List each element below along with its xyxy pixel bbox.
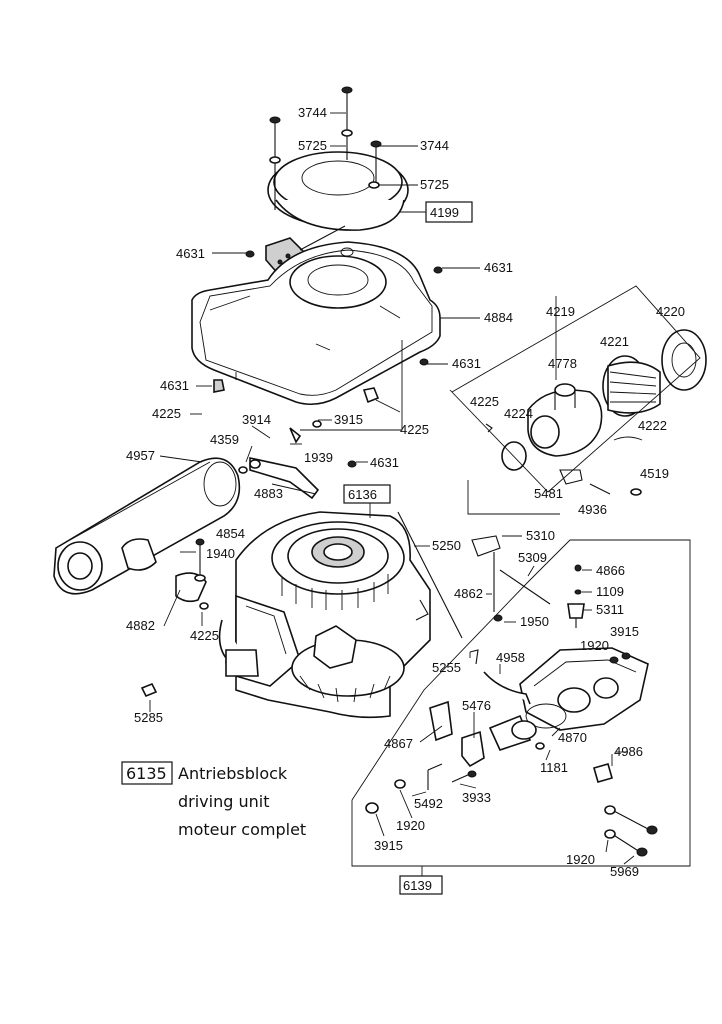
label-6139: 6139 (403, 878, 432, 893)
label-4882: 4882 (126, 618, 155, 633)
engine-block (140, 511, 463, 719)
label-1181: 1181 (540, 760, 568, 775)
label-4359: 4359 (210, 432, 239, 447)
label-4778: 4778 (548, 356, 577, 371)
label-4986: 4986 (614, 744, 643, 759)
label-5492: 5492 (414, 796, 443, 811)
air-filter-assembly (485, 329, 707, 496)
caption-german: Antriebsblock (178, 764, 288, 783)
label-4219: 4219 (546, 304, 575, 319)
label-4867: 4867 (384, 736, 413, 751)
label-5476: 5476 (462, 698, 491, 713)
label-3915: 3915 (610, 624, 639, 639)
label-4883: 4883 (254, 486, 283, 501)
label-3915: 3915 (374, 838, 403, 853)
label-4957: 4957 (126, 448, 155, 463)
leader-lines (149, 112, 701, 876)
label-5725: 5725 (420, 177, 449, 192)
label-1920: 1920 (566, 852, 595, 867)
caption-english: driving unit (178, 792, 269, 811)
recoil-starter-cover (267, 86, 409, 231)
label-4199: 4199 (430, 205, 459, 220)
label-3744: 3744 (420, 138, 449, 153)
caption-french: moteur complet (178, 820, 306, 839)
label-4936: 4936 (578, 502, 607, 517)
label-4862: 4862 (454, 586, 483, 601)
label-1109: 1109 (596, 584, 624, 599)
label-4958: 4958 (496, 650, 525, 665)
label-4870: 4870 (558, 730, 587, 745)
label-5309: 5309 (518, 550, 547, 565)
label-3914: 3914 (242, 412, 271, 427)
label-6136: 6136 (348, 487, 377, 502)
label-1920: 1920 (396, 818, 425, 833)
label-3933: 3933 (462, 790, 491, 805)
label-4854: 4854 (216, 526, 245, 541)
caption-code: 6135 (126, 764, 167, 783)
label-1940: 1940 (206, 546, 235, 561)
label-1920: 1920 (580, 638, 609, 653)
label-4631: 4631 (484, 260, 513, 275)
label-4631: 4631 (176, 246, 205, 261)
label-4225: 4225 (190, 628, 219, 643)
label-4631: 4631 (452, 356, 481, 371)
label-3744: 3744 (298, 105, 327, 120)
caption-block: 6135 Antriebsblock driving unit moteur c… (121, 761, 306, 839)
label-1950: 1950 (520, 614, 549, 629)
fan-housing-shroud (191, 241, 443, 406)
label-4225: 4225 (400, 422, 429, 437)
label-4884: 4884 (484, 310, 513, 325)
label-4631: 4631 (370, 455, 399, 470)
label-4225: 4225 (152, 406, 181, 421)
carburetor-assembly (365, 535, 658, 857)
label-1939: 1939 (304, 450, 333, 465)
muffler-bracket (238, 387, 380, 500)
label-5310: 5310 (526, 528, 555, 543)
label-4224: 4224 (504, 406, 533, 421)
label-3915: 3915 (334, 412, 363, 427)
muffler (53, 457, 241, 595)
label-5255: 5255 (432, 660, 461, 675)
label-5969: 5969 (610, 864, 639, 879)
label-4225: 4225 (470, 394, 499, 409)
label-5311: 5311 (596, 602, 624, 617)
label-4222: 4222 (638, 418, 667, 433)
label-4221: 4221 (600, 334, 629, 349)
label-4220: 4220 (656, 304, 685, 319)
label-5285: 5285 (134, 710, 163, 725)
label-4631: 4631 (160, 378, 189, 393)
label-4866: 4866 (596, 563, 625, 578)
label-5250: 5250 (432, 538, 461, 553)
label-5725: 5725 (298, 138, 327, 153)
part-labels: 3744 3744 5725 5725 4199 4631 4631 4884 … (126, 105, 685, 895)
label-5481: 5481 (534, 486, 563, 501)
label-4519: 4519 (640, 466, 669, 481)
